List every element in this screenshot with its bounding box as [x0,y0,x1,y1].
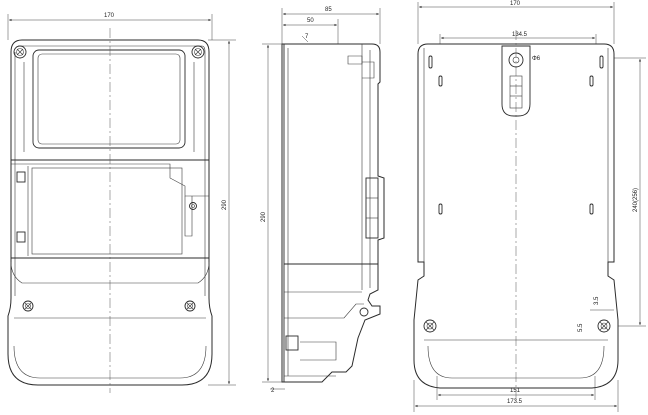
rear-bottom-left-mount [423,319,437,333]
side-height-dimension: 290 [261,43,284,383]
front-top-left-screw [13,45,27,59]
side-top-mark: 7 [301,34,309,43]
front-width-dimension: 170 [7,13,213,40]
rear-screw-offset-a: 3.5 [594,296,600,305]
front-height-label: 290 [222,199,228,210]
rear-bottom-outer-dimension: 173.5 [413,380,619,412]
front-width-label: 170 [104,13,115,19]
side-bottom-offset-label: 2 [271,388,275,394]
front-display-window [32,49,186,149]
front-bottom-right-screw [184,300,196,312]
front-terminal-panel [31,167,183,255]
front-top-right-screw [191,45,205,59]
side-view: 85 50 7 290 2 [261,7,385,394]
side-height-label: 290 [261,211,267,222]
rear-bottom-outer-label: 173.5 [507,399,523,405]
rear-bottom-right-mount [597,319,611,333]
front-height-dimension: 290 [208,39,236,386]
side-depth-label: 85 [325,7,332,13]
rear-hole-spacing-label: 134.5 [512,32,528,38]
rear-hook-diameter-label: Φ6 [532,56,541,62]
front-bottom-left-screw [22,300,34,312]
side-inner-depth-dimension: 50 [283,18,339,45]
rear-screw-offset-b: 5.5 [578,323,584,332]
side-bottom-offset-dimension: 2 [270,388,285,394]
side-outer-case [281,43,385,383]
side-depth-dimension: 85 [281,7,381,44]
rear-width-label: 170 [510,1,521,7]
rear-mount-height-label: 240(256) [633,188,639,212]
rear-bottom-inner-label: 151 [510,388,521,394]
front-view: 170 290 [7,13,236,393]
side-top-mark-label: 7 [305,34,309,40]
rear-width-dimension: 170 [417,1,615,44]
rear-view: 170 134.5 240(256) [413,1,646,412]
side-inner-depth-label: 50 [307,18,314,24]
